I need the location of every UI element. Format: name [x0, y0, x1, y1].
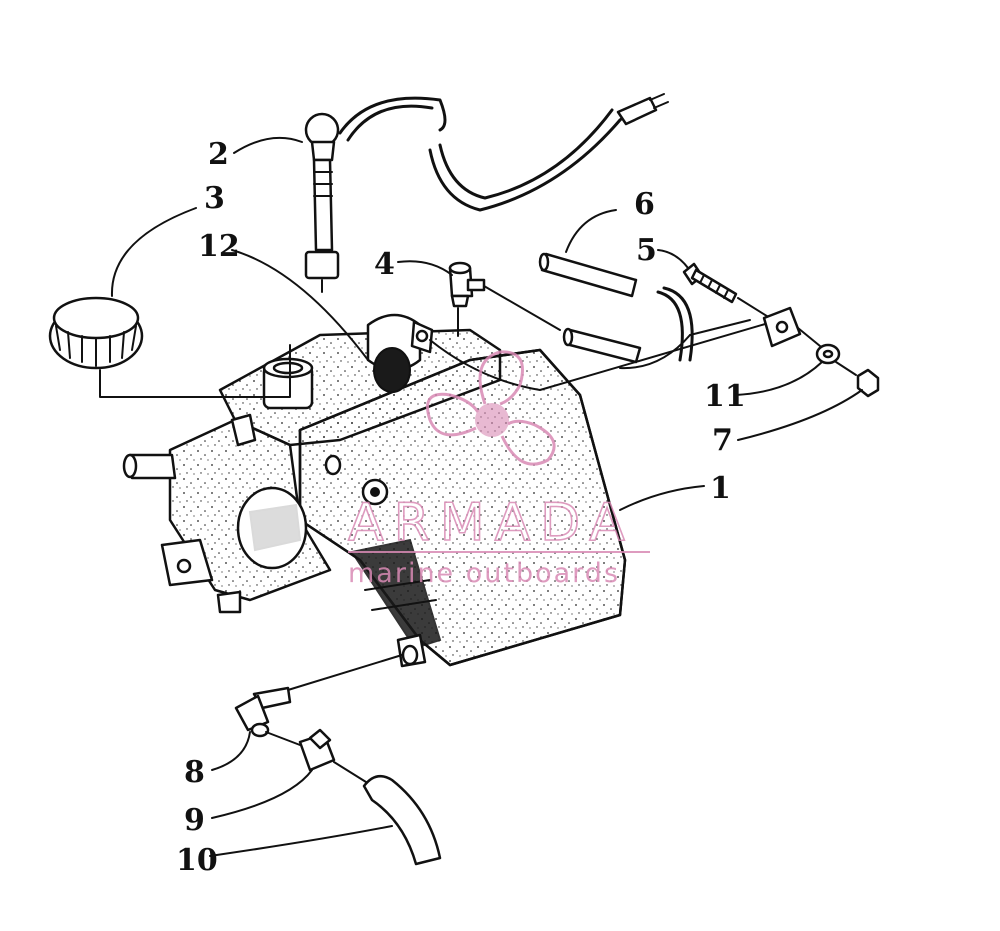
- callout-3: 3: [204, 181, 225, 216]
- propeller-logo-icon: [426, 350, 556, 466]
- leader-9: [211, 769, 313, 819]
- leader-7: [737, 389, 863, 441]
- outlet-assembly: [234, 654, 442, 866]
- leader-5: [657, 249, 689, 269]
- callout-7: 7: [712, 423, 733, 458]
- leader-3: [110, 207, 197, 297]
- leader-10: [209, 825, 393, 857]
- callout-1: 1: [710, 471, 731, 506]
- level-sensor-assembly: [304, 93, 669, 293]
- callout-11: 11: [704, 379, 746, 414]
- leader-12: [231, 249, 369, 361]
- armada-watermark: ARMADA marine outboards: [347, 350, 650, 589]
- leader-11: [735, 361, 823, 396]
- watermark-tagline: marine outboards: [348, 558, 620, 589]
- callout-10: 10: [176, 843, 218, 878]
- hardware: [762, 306, 880, 398]
- bolt: [682, 262, 771, 319]
- leader-1: [619, 485, 705, 511]
- hose-segments: [429, 252, 773, 391]
- callout-5: 5: [636, 233, 657, 268]
- tee-fitting: [448, 261, 561, 337]
- callout-9: 9: [184, 803, 205, 838]
- leader-2: [233, 136, 303, 154]
- callouts: 2 3 12 4 6 5 11 7 1 8 9 10: [176, 137, 746, 878]
- leader-6: [565, 209, 617, 253]
- leader-lines: [110, 136, 863, 857]
- callout-8: 8: [184, 755, 205, 790]
- oil-tank-body: [122, 313, 627, 668]
- watermark-brand: ARMADA: [348, 493, 635, 553]
- callout-4: 4: [374, 247, 395, 282]
- leader-4: [397, 260, 453, 276]
- callout-2: 2: [208, 137, 229, 172]
- leader-8: [211, 731, 251, 771]
- callout-6: 6: [634, 187, 655, 222]
- tank-cap: [48, 296, 291, 398]
- callout-12: 12: [198, 229, 240, 264]
